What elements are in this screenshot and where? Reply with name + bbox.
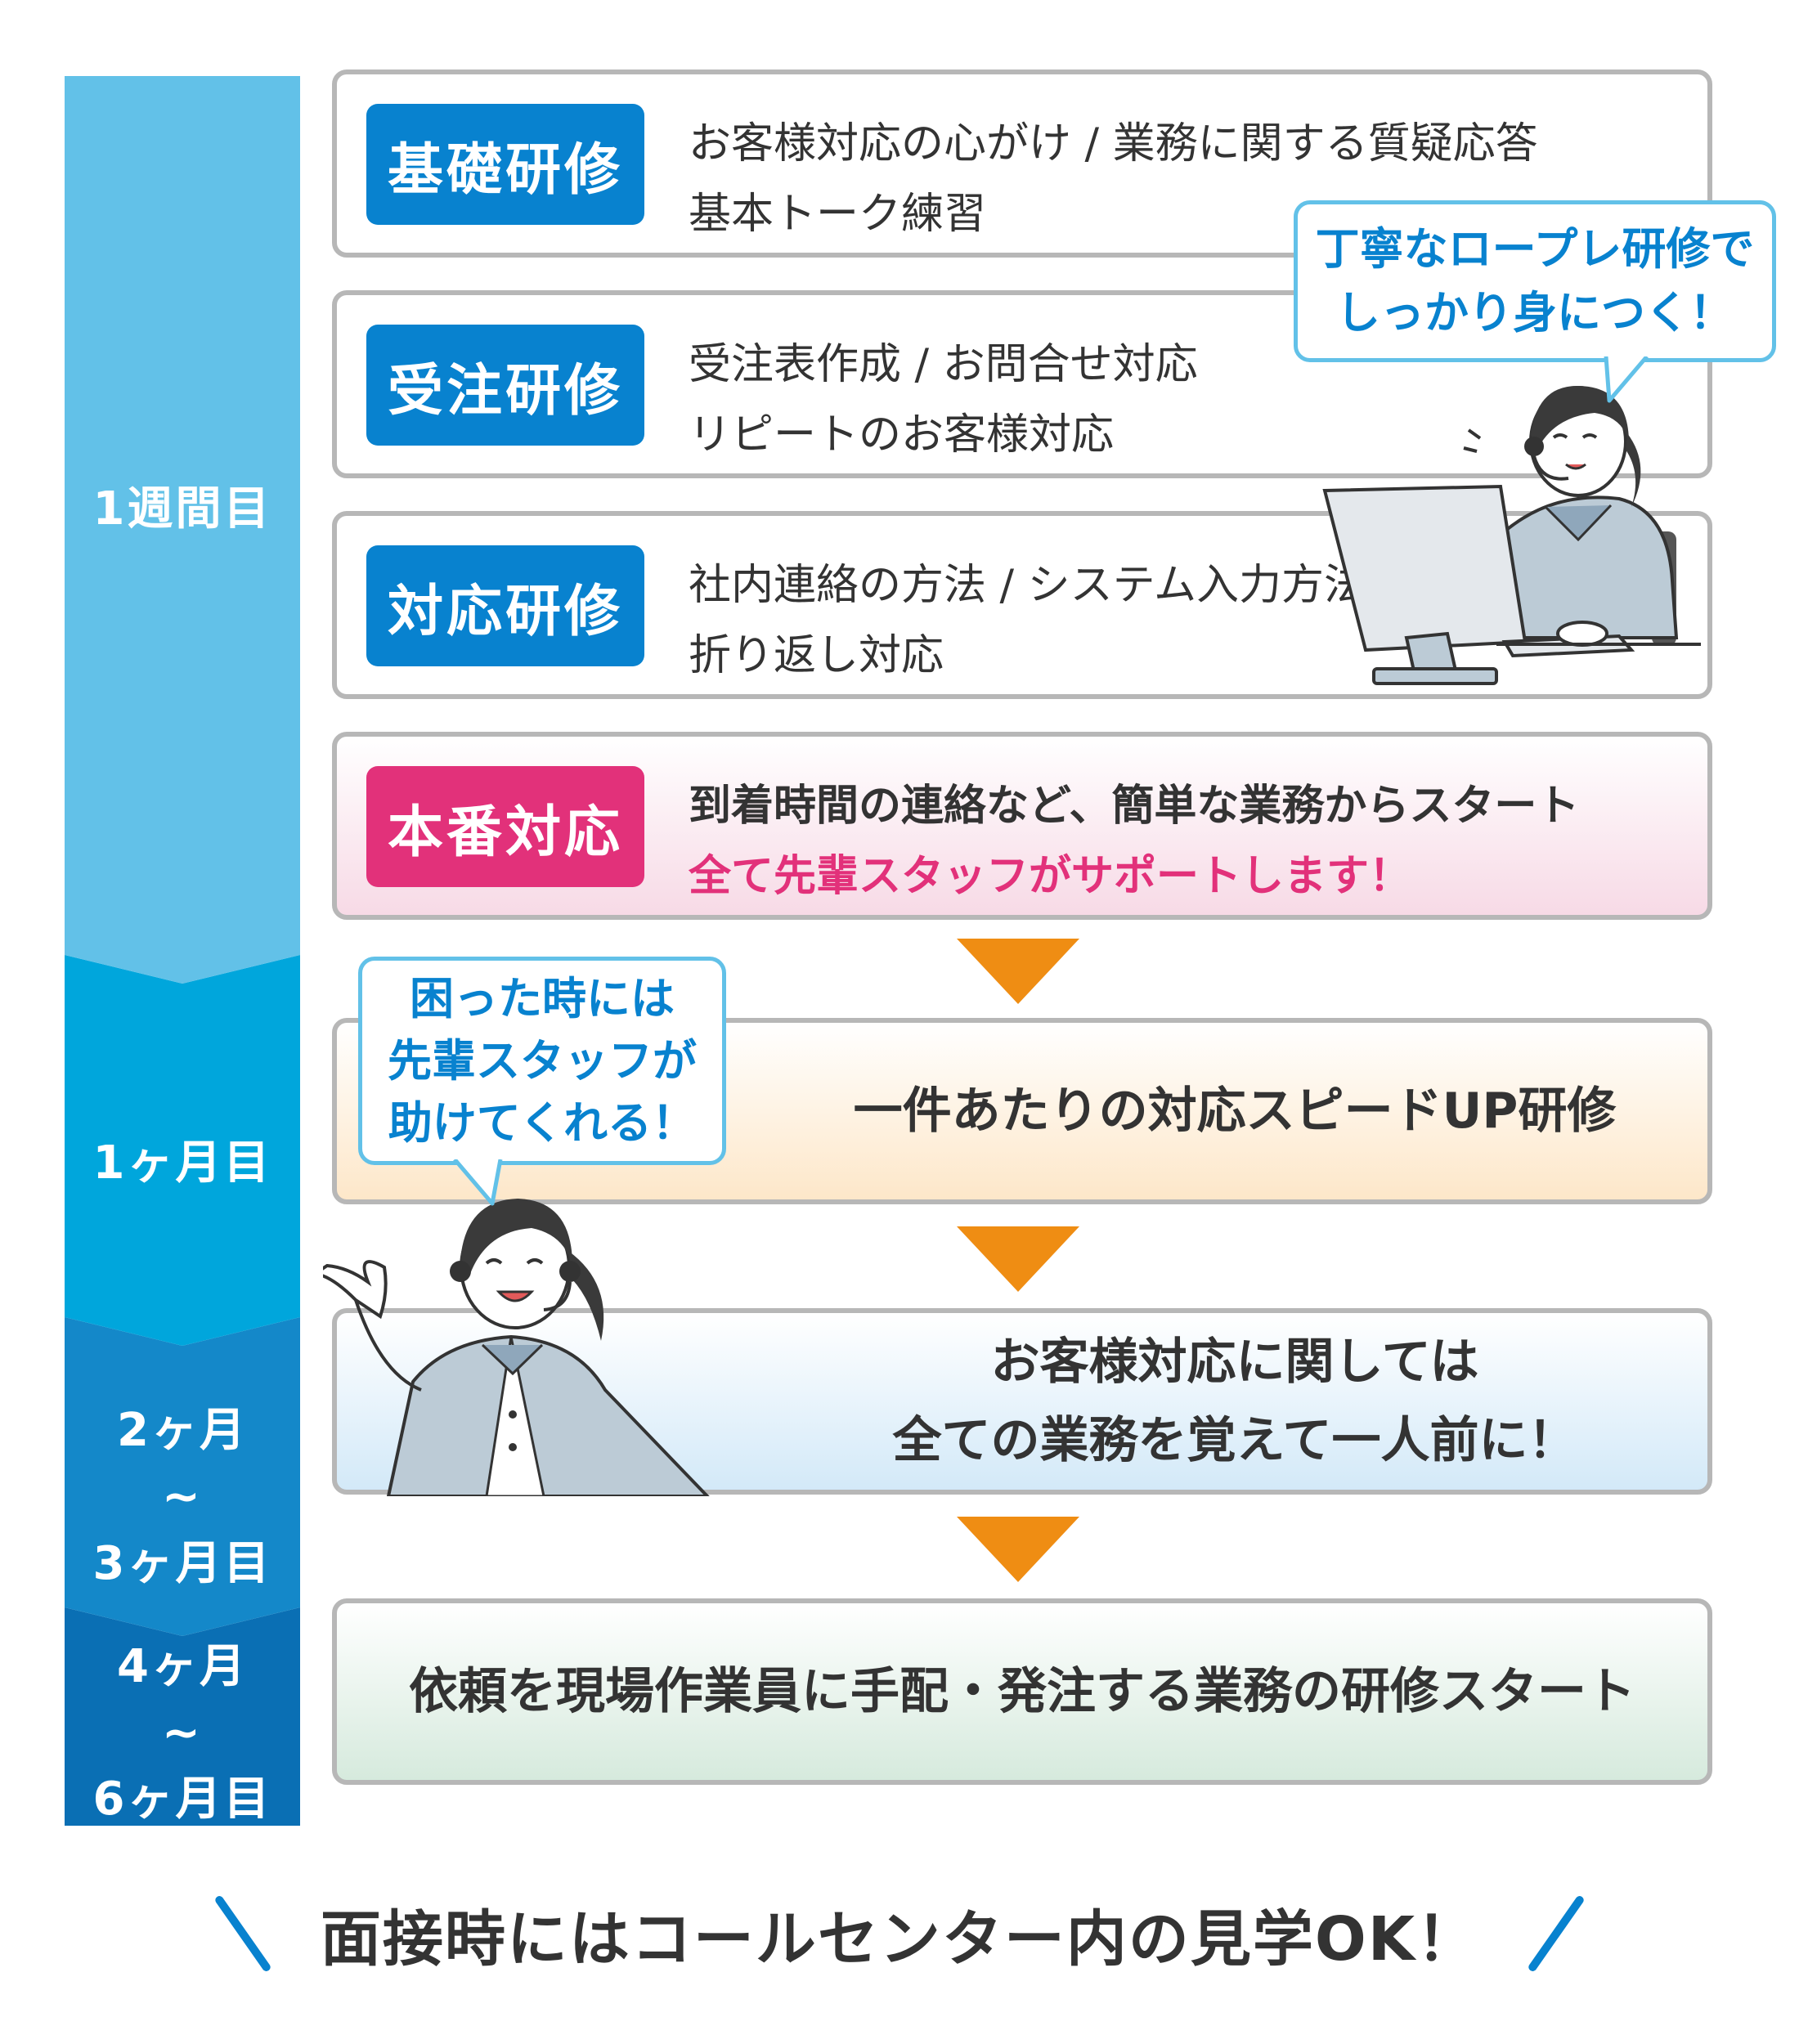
timeline-phase-month1: 1ヶ月目 — [65, 955, 300, 1346]
phase-label: 1ヶ月目 — [92, 1136, 272, 1190]
step-description: 受注表作成 / お問合せ対応 リピートのお客様対応 — [689, 329, 1198, 470]
timeline-phase-week1: 1週間目 — [65, 76, 300, 984]
stage-text: お客様対応に関しては 全ての業務を覚えて一人前に！ — [762, 1313, 1707, 1490]
step-line: 基本トーク練習 — [689, 190, 987, 239]
slash-decoration-icon — [1527, 1894, 1586, 1973]
stage-text: 依頼を現場作業員に手配・発注する業務の研修スタート — [337, 1603, 1707, 1780]
step-line: リピートのお客様対応 — [689, 410, 1115, 459]
stage-line: 全ての業務を覚えて一人前に！ — [892, 1412, 1577, 1469]
step-line-highlight: 全て先輩スタッフがサポートします！ — [689, 852, 1412, 901]
stage-line: 依頼を現場作業員に手配・発注する業務の研修スタート — [409, 1663, 1635, 1720]
step-description: 到着時間の連絡など、簡単な業務からスタート 全て先輩スタッフがサポートします！ — [689, 771, 1579, 912]
step-box-live: 本番対応 到着時間の連絡など、簡単な業務からスタート 全て先輩スタッフがサポート… — [332, 732, 1712, 920]
phase-label: 4ヶ月 ~ 6ヶ月目 — [92, 1639, 272, 1827]
step-description: 社内連絡の方法 / システム入力方法 折り返し対応 — [689, 550, 1366, 691]
speech-bubble-support: 困った時には 先輩スタッフが 助けてくれる！ — [358, 957, 726, 1165]
step-badge: 基礎研修 — [366, 104, 644, 225]
step-line: 折り返し対応 — [689, 631, 944, 680]
step-description: お客様対応の心がけ / 業務に関する質疑応答 基本トーク練習 — [689, 109, 1538, 249]
arrow-down-icon — [957, 1226, 1079, 1292]
arrow-down-icon — [957, 939, 1079, 1004]
stage-text: 一件あたりの対応スピードUP研修 — [762, 1023, 1707, 1199]
step-line: 受注表作成 / お問合せ対応 — [689, 340, 1198, 389]
step-badge: 本番対応 — [366, 766, 644, 887]
timeline-phase-month2-3: 2ヶ月 ~ 3ヶ月目 — [65, 1317, 300, 1636]
step-badge: 対応研修 — [366, 545, 644, 666]
step-line: 社内連絡の方法 / システム入力方法 — [689, 561, 1367, 610]
operator-at-computer-icon — [1322, 385, 1701, 685]
speech-bubble-roleplay: 丁寧なロープレ研修で しっかり身につく！ — [1294, 200, 1776, 362]
stage-line: お客様対応に関しては — [990, 1334, 1479, 1391]
slash-decoration-icon — [213, 1894, 272, 1973]
step-line: お客様対応の心がけ / 業務に関する質疑応答 — [689, 119, 1538, 168]
footer-text: 面接時にはコールセンター内の見学OK！ — [320, 1903, 1479, 1975]
step-box-basic: 基礎研修 お客様対応の心がけ / 業務に関する質疑応答 基本トーク練習 — [332, 69, 1712, 258]
stage-line: 一件あたりの対応スピードUP研修 — [853, 1083, 1617, 1140]
timeline-phase-month4-6: 4ヶ月 ~ 6ヶ月目 — [65, 1607, 300, 1826]
operator-gesturing-icon — [323, 1199, 710, 1496]
bubble-tail-icon — [1604, 356, 1649, 403]
bubble-tail-icon — [453, 1159, 503, 1206]
step-line: 到着時間の連絡など、簡単な業務からスタート — [689, 782, 1580, 831]
bubble-line: 丁寧なロープレ研修で — [1315, 223, 1755, 275]
bubble-line: 助けてくれる！ — [388, 1096, 697, 1149]
stage-box-month4-6: 依頼を現場作業員に手配・発注する業務の研修スタート — [332, 1598, 1712, 1785]
footer: 面接時にはコールセンター内の見学OK！ — [0, 1880, 1799, 1987]
arrow-down-icon — [957, 1517, 1079, 1582]
timeline: 1週間目 1ヶ月目 2ヶ月 ~ 3ヶ月目 4ヶ月 ~ 6ヶ月目 — [65, 76, 300, 1826]
step-box-orders: 受注研修 受注表作成 / お問合せ対応 リピートのお客様対応 — [332, 290, 1712, 478]
phase-label: 2ヶ月 ~ 3ヶ月目 — [92, 1404, 272, 1590]
bubble-line: 困った時には — [410, 972, 675, 1024]
phase-label: 1週間目 — [92, 482, 272, 536]
bubble-line: 先輩スタッフが — [388, 1034, 697, 1087]
bubble-line: しっかり身につく！ — [1336, 287, 1734, 338]
step-badge: 受注研修 — [366, 325, 644, 446]
